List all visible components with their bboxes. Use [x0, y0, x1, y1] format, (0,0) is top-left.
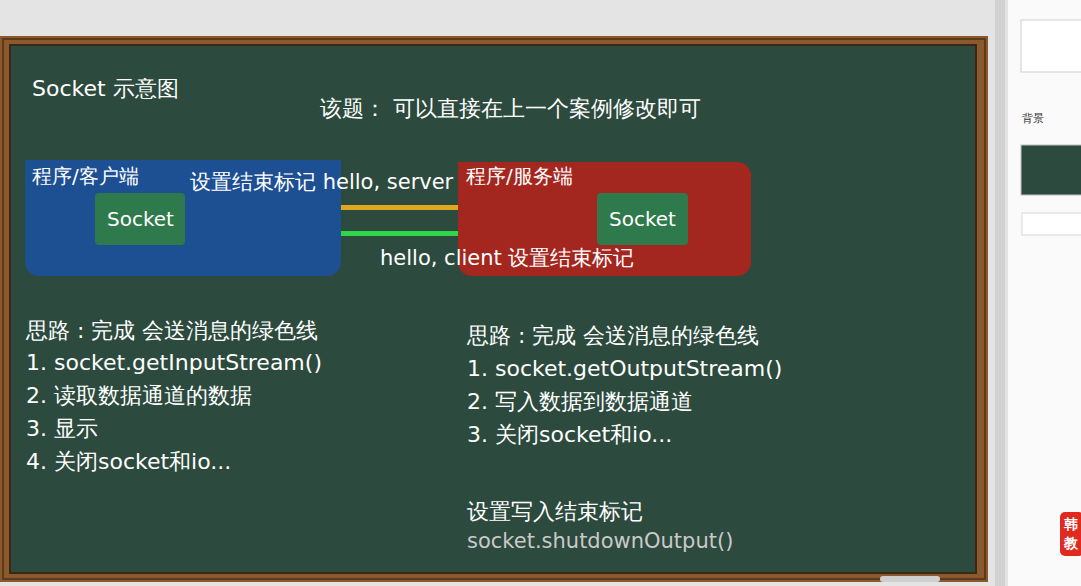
region-label: 程序/客户端	[32, 164, 139, 188]
scrollbar	[995, 0, 1005, 586]
step-text: 2. 写入数据到数据通道	[467, 389, 693, 415]
socket-box: Socket	[597, 193, 688, 245]
slider	[880, 576, 940, 582]
logo-text: 教	[1064, 535, 1078, 552]
arrow-label: 设置结束标记 hello, server	[190, 170, 453, 195]
note-text: 设置写入结束标记	[467, 499, 643, 525]
step-text: 1. socket.getInputStream()	[26, 350, 322, 376]
wood-frame	[0, 36, 988, 582]
frame-edge	[3, 39, 985, 579]
arrow-label: hello, client 设置结束标记	[380, 246, 634, 271]
step-text: 4. 关闭socket和io...	[26, 449, 231, 475]
chalkboard	[10, 45, 976, 573]
step-text: 1. socket.getOutputStream()	[467, 356, 782, 382]
step-text: 2. 读取数据通道的数据	[26, 383, 252, 409]
note-text: 该题： 可以直接在上一个案例修改即可	[320, 96, 701, 122]
code-text: socket.shutdownOutput()	[467, 529, 733, 554]
logo-text: 韩	[1064, 516, 1078, 533]
region-label: 程序/服务端	[466, 164, 573, 188]
panel-field	[1021, 20, 1081, 72]
step-text: 3. 关闭socket和io...	[467, 422, 672, 448]
side-panel	[1008, 0, 1081, 586]
panel-field	[1022, 213, 1081, 235]
panel-label: 背景	[1022, 112, 1044, 125]
step-text: 思路 : 完成 会送消息的绿色线	[26, 318, 318, 344]
socket-box: Socket	[95, 193, 185, 245]
socket-label: Socket	[609, 207, 676, 231]
background-thumbnail	[1021, 145, 1081, 195]
step-text: 思路 : 完成 会送消息的绿色线	[467, 323, 759, 349]
socket-label: Socket	[107, 207, 174, 231]
slide-title: Socket 示意图	[32, 76, 179, 102]
logo-badge	[1060, 512, 1081, 556]
step-text: 3. 显示	[26, 416, 98, 442]
